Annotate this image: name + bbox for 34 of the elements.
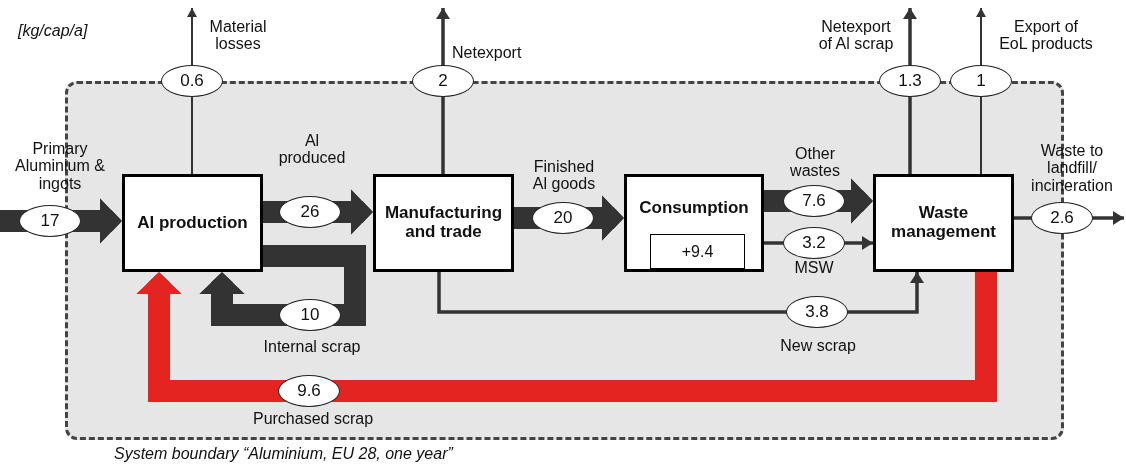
flow-value: 1 — [950, 65, 1012, 97]
stock-box — [650, 234, 745, 269]
flow-name: MSW — [793, 259, 835, 277]
process-box — [873, 174, 1014, 272]
flow-name: Material losses — [208, 18, 268, 53]
flow-name: Netexport of Al scrap — [817, 18, 895, 53]
flow-value: 2 — [412, 65, 474, 97]
process-label: Waste management — [890, 204, 997, 242]
flow-name: Purchased scrap — [251, 410, 375, 428]
process-box — [624, 174, 764, 272]
flow-arrow — [199, 245, 366, 326]
flow-name: New scrap — [779, 337, 857, 355]
flow-name: Waste to landfill/ incineration — [1030, 142, 1114, 194]
arrow — [437, 272, 924, 314]
flow-name: Internal scrap — [262, 338, 362, 356]
process-box — [373, 174, 514, 272]
process-box — [122, 174, 263, 272]
flow-value: 1.3 — [879, 65, 941, 97]
boundary-caption: System boundary “Aluminium, EU 28, one year” — [114, 445, 453, 463]
process-label: Al production — [137, 213, 248, 233]
flow-name: Finished Al goods — [531, 158, 597, 193]
flow-value: 0.6 — [161, 65, 223, 97]
flow-name: Other wastes — [789, 145, 841, 180]
flow-name: Primary Aluminium & ingots — [14, 140, 106, 192]
unit-note: [kg/cap/a] — [18, 22, 89, 40]
process-label: Consumption — [639, 199, 749, 218]
flow-arrow — [136, 272, 997, 402]
flow-name: Export of EoL products — [998, 18, 1094, 53]
flow-value: 17 — [19, 205, 81, 237]
flow-value: 2.6 — [1031, 202, 1093, 234]
flow-name: Netexport — [452, 44, 523, 62]
stock-value: +9.4 — [681, 242, 714, 261]
flow-name: Al produced — [277, 132, 347, 167]
process-label: Manufacturing and trade — [383, 204, 504, 242]
